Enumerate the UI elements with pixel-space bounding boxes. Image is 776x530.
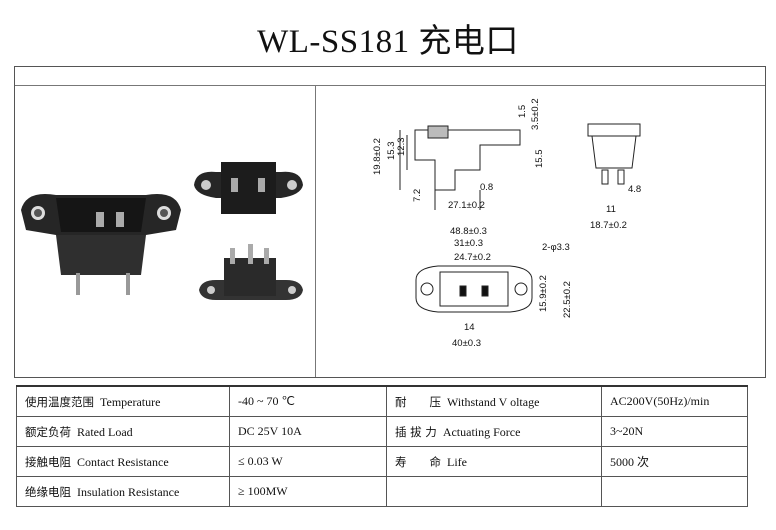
side-view [399, 125, 521, 210]
dim-label: 19.8±0.2 [372, 138, 383, 175]
spec-value: 5000 次 [601, 446, 748, 477]
end-view [587, 123, 641, 185]
dim-label: 22.5±0.2 [562, 281, 573, 318]
dim-label: 2-φ3.3 [542, 242, 570, 253]
figure-frame [14, 66, 766, 378]
frame-divider [15, 85, 765, 86]
connector-large-image [21, 194, 181, 295]
dim-label: 15.9±0.2 [538, 275, 549, 312]
product-photo [21, 162, 303, 300]
spec-value: DC 25V 10A [229, 416, 387, 447]
dim-label: 27.1±0.2 [448, 200, 485, 211]
dim-label: 18.7±0.2 [590, 220, 627, 231]
frame-split [315, 85, 316, 377]
dim-label: 4.8 [628, 184, 641, 195]
spec-name [386, 476, 602, 507]
dim-label: 3.5±0.2 [530, 98, 541, 130]
spec-value: AC200V(50Hz)/min [601, 385, 748, 417]
dim-label: 40±0.3 [452, 338, 481, 349]
dim-label: 0.8 [480, 182, 493, 193]
front-view [415, 265, 533, 313]
spec-value: ≥ 100MW [229, 476, 387, 507]
spec-value: ≤ 0.03 W [229, 446, 387, 477]
dim-label: 11 [606, 204, 616, 215]
dim-label: 7.2 [412, 189, 423, 202]
page-title: WL-SS181 充电口 [257, 24, 519, 60]
spec-value: 3~20N [601, 416, 748, 447]
connector-back-image [199, 244, 303, 300]
dim-label: 15.3 [386, 142, 397, 161]
connector-front-image [194, 162, 303, 214]
dim-label: 48.8±0.3 [450, 226, 487, 237]
dim-label: 1.5 [517, 105, 528, 118]
spec-value: -40 ~ 70 ℃ [229, 385, 387, 417]
dimension-drawing: 19.8±0.2 15.3 12.3 1.5 3.5±0.2 15.5 7.2 … [372, 98, 641, 349]
dim-label: 24.7±0.2 [454, 252, 491, 263]
spec-value [601, 476, 748, 507]
dim-label: 14 [464, 322, 475, 333]
dim-label: 15.5 [534, 150, 545, 169]
dim-label: 12.3 [396, 138, 407, 157]
dim-label: 31±0.3 [454, 238, 483, 249]
